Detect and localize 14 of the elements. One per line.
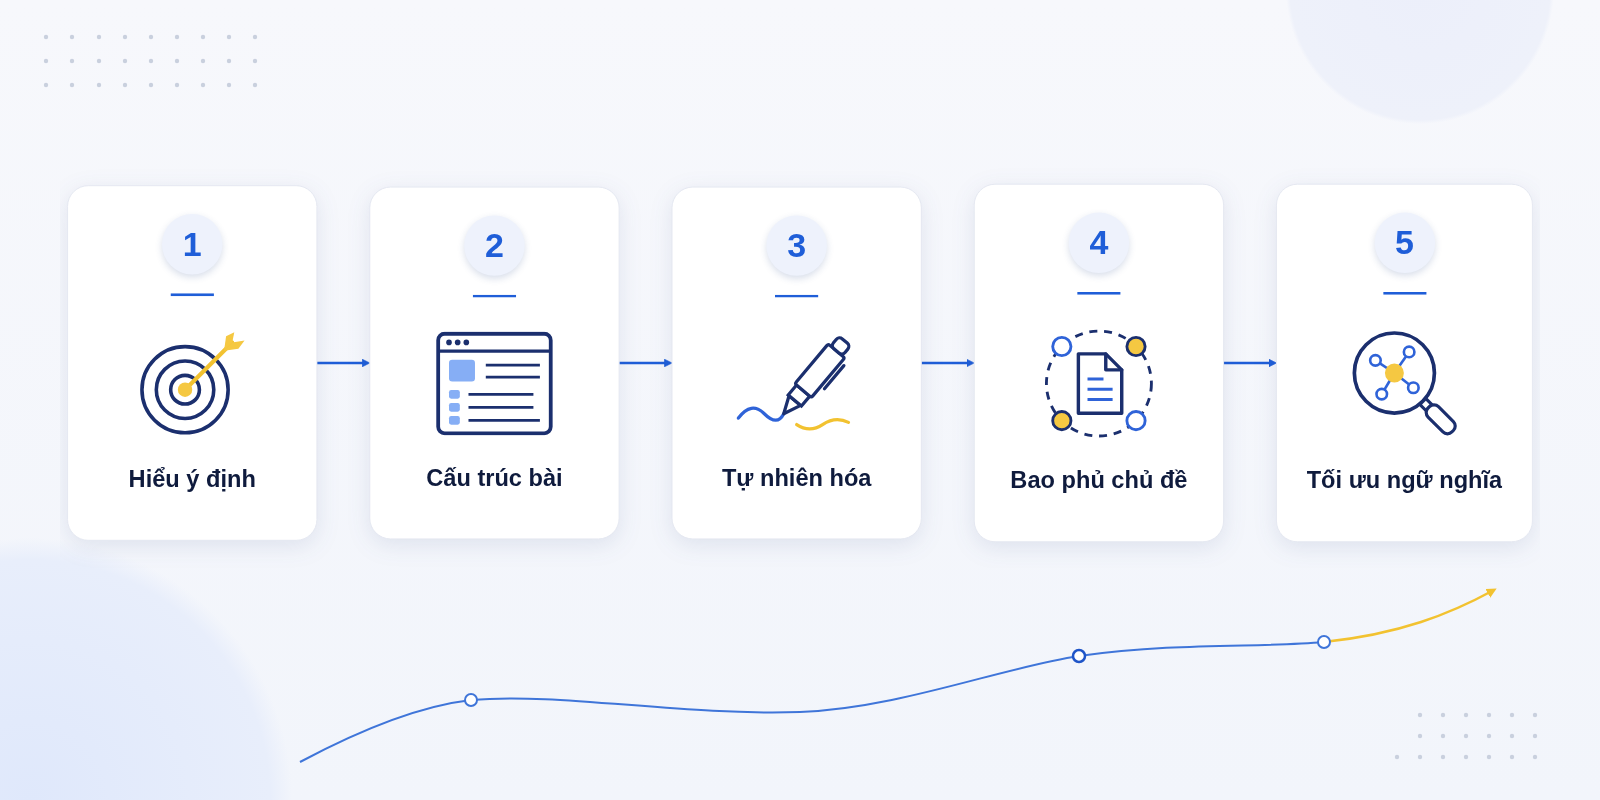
arrow [921,358,975,368]
step-label: Tự nhiên hóa [720,462,873,493]
step-label: Cấu trúc bài [425,462,564,493]
node-box [369,186,620,540]
step-label: Bao phủ chủ đề [1009,465,1189,496]
arrow [316,358,371,368]
step-label: Tối ưu ngữ nghĩa [1306,465,1503,496]
step-label: Hiểu ý định [127,464,257,494]
node-box [671,186,922,540]
node-box [67,185,318,541]
node-box [1276,183,1533,543]
node-box [973,183,1225,543]
arrow [619,358,673,368]
arrow [1223,358,1277,368]
